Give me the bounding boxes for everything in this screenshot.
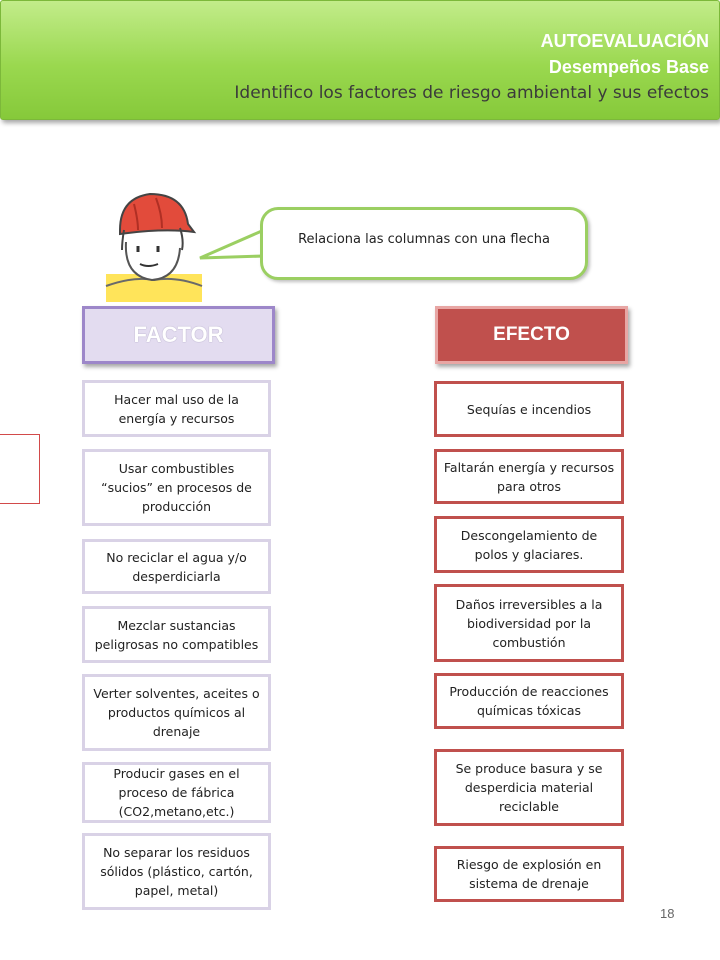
page-number: 18 xyxy=(660,906,675,921)
banner-subtitle: Desempeños Base xyxy=(548,57,709,77)
instruction-text: Relaciona las columnas con una flecha xyxy=(298,232,550,247)
effect-item[interactable]: Se produce basura y se desperdicia mater… xyxy=(434,749,624,826)
factor-item[interactable]: No separar los residuos sólidos (plástic… xyxy=(82,833,271,910)
efecto-column-header: EFECTO xyxy=(435,306,628,364)
worker-avatar-icon xyxy=(105,192,203,302)
factor-column-header: FACTOR xyxy=(82,306,275,364)
effect-item[interactable]: Descongelamiento de polos y glaciares. xyxy=(434,516,624,573)
effect-item[interactable]: Producción de reacciones químicas tóxica… xyxy=(434,673,624,729)
factor-item[interactable]: Mezclar sustancias peligrosas no compati… xyxy=(82,606,271,663)
margin-marker xyxy=(0,434,40,504)
effect-item[interactable]: Faltarán energía y recursos para otros xyxy=(434,449,624,504)
header-banner: AUTOEVALUACIÓN Desempeños Base Identific… xyxy=(0,0,720,120)
effect-item[interactable]: Daños irreversibles a la biodiversidad p… xyxy=(434,584,624,662)
speech-bubble-tail xyxy=(199,228,265,260)
factor-item[interactable]: Usar combustibles “sucios” en procesos d… xyxy=(82,449,271,526)
speech-bubble: Relaciona las columnas con una flecha xyxy=(260,207,588,280)
effect-item[interactable]: Riesgo de explosión en sistema de drenaj… xyxy=(434,846,624,902)
banner-description: Identifico los factores de riesgo ambien… xyxy=(234,83,709,103)
factor-item[interactable]: No reciclar el agua y/o desperdiciarla xyxy=(82,539,271,594)
factor-item[interactable]: Producir gases en el proceso de fábrica … xyxy=(82,762,271,823)
effect-item[interactable]: Sequías e incendios xyxy=(434,381,624,437)
banner-title: AUTOEVALUACIÓN xyxy=(540,31,709,51)
factor-item[interactable]: Hacer mal uso de la energía y recursos xyxy=(82,380,271,437)
factor-item[interactable]: Verter solventes, aceites o productos qu… xyxy=(82,674,271,751)
